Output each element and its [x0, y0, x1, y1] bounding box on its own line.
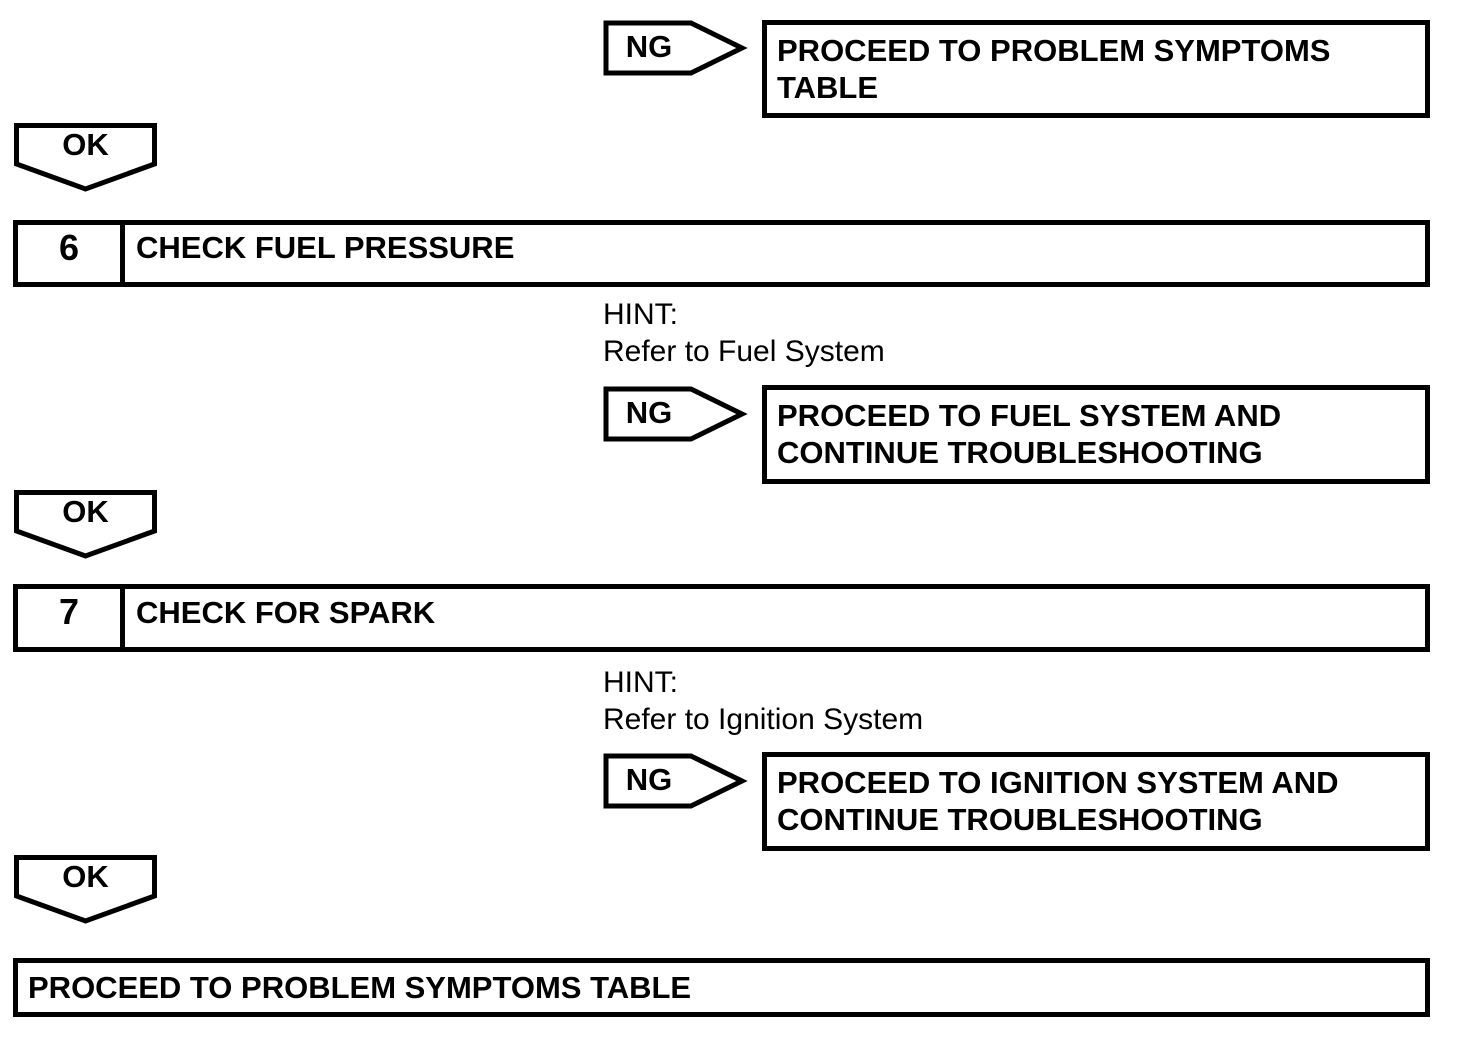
- ng-badge-top: NG: [603, 20, 749, 76]
- hint-label: HINT:: [603, 666, 678, 699]
- ok-arrow-shape: [14, 855, 157, 924]
- result-line: PROCEED TO FUEL SYSTEM AND: [777, 398, 1282, 433]
- step-title: CHECK FUEL PRESSURE: [136, 230, 515, 265]
- hint-text: Refer to Fuel System: [603, 335, 885, 368]
- ng-label: NG: [625, 395, 673, 430]
- ok-label: OK: [62, 494, 109, 529]
- ng-badge-fuel: NG: [603, 386, 749, 442]
- result-line: CONTINUE TROUBLESHOOTING: [777, 435, 1263, 470]
- ng-badge-ignition: NG: [603, 753, 749, 809]
- result-line: CONTINUE TROUBLESHOOTING: [777, 802, 1263, 837]
- hint-text: Refer to Ignition System: [603, 703, 924, 736]
- result-line: TABLE: [777, 70, 879, 105]
- final-box-problem-symptoms: PROCEED TO PROBLEM SYMPTOMS TABLE: [13, 958, 1430, 1017]
- ng-arrow-shape: [603, 386, 748, 442]
- step-title: CHECK FOR SPARK: [136, 594, 436, 630]
- hint-ignition-system: HINT: Refer to Ignition System: [603, 664, 923, 738]
- ng-label: NG: [625, 29, 673, 64]
- ok-label: OK: [62, 859, 109, 894]
- ok-arrow-shape: [14, 123, 157, 192]
- ok-arrow-shape: [14, 490, 157, 559]
- hint-label: HINT:: [603, 298, 678, 331]
- step-box-6: 6 CHECK FUEL PRESSURE: [13, 220, 1430, 287]
- step-number: 6: [18, 225, 125, 282]
- hint-fuel-system: HINT: Refer to Fuel System: [603, 296, 885, 370]
- result-line: PROCEED TO PROBLEM SYMPTOMS: [777, 33, 1331, 68]
- result-box-fuel-system: PROCEED TO FUEL SYSTEM AND CONTINUE TROU…: [762, 385, 1430, 484]
- final-box-text: PROCEED TO PROBLEM SYMPTOMS TABLE: [28, 969, 692, 1005]
- ng-label: NG: [625, 762, 673, 797]
- step-box-7: 7 CHECK FOR SPARK: [13, 584, 1430, 652]
- step-number: 7: [18, 589, 125, 647]
- ng-arrow-shape: [603, 753, 748, 809]
- ok-badge-2: OK: [14, 490, 157, 560]
- result-line: PROCEED TO IGNITION SYSTEM AND: [777, 765, 1339, 800]
- result-box-ignition-system: PROCEED TO IGNITION SYSTEM AND CONTINUE …: [762, 752, 1430, 851]
- ok-badge-3: OK: [14, 855, 157, 925]
- ng-arrow-shape: [603, 20, 748, 76]
- ok-badge-1: OK: [14, 123, 157, 193]
- ok-label: OK: [62, 127, 109, 162]
- result-box-problem-symptoms-top: PROCEED TO PROBLEM SYMPTOMS TABLE: [762, 20, 1430, 118]
